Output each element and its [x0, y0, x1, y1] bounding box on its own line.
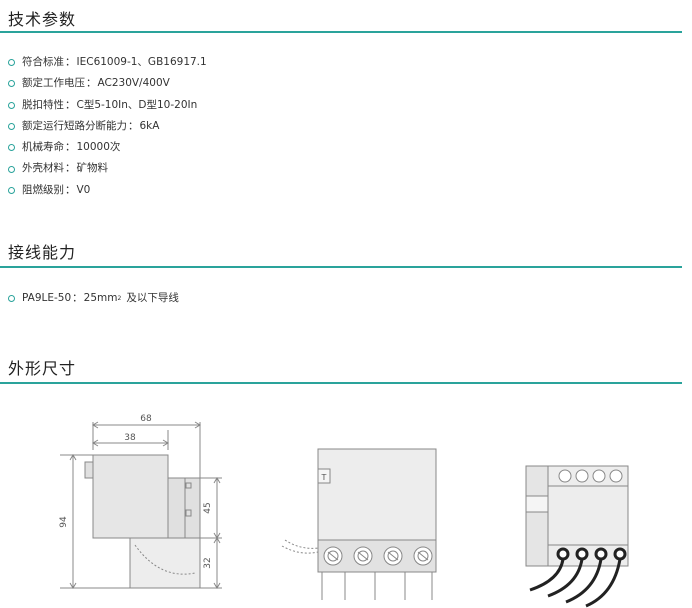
section-divider-dims — [0, 382, 682, 384]
spec-item-material: 外壳材料： 矿物料 — [8, 158, 207, 179]
spec-item-life: 机械寿命： 10000次 — [8, 137, 207, 158]
spec-item-standard: 符合标准： IEC61009-1、GB16917.1 — [8, 52, 207, 73]
spec-label: 阻燃级别 — [22, 183, 64, 196]
circle-bullet-icon — [8, 80, 15, 88]
circle-bullet-icon — [8, 295, 15, 303]
section-title-wiring: 接线能力 — [8, 243, 77, 262]
spec-item-trip: 脱扣特性： C型5-10In、D型10-20In — [8, 95, 207, 116]
dim-height-label: 94 — [59, 516, 69, 528]
spec-item-breaking: 额定运行短路分断能力： 6kA — [8, 116, 207, 137]
spec-value: 6kA — [139, 119, 160, 132]
spec-label: 符合标准 — [22, 56, 64, 68]
spec-value: 10000次 — [76, 141, 121, 154]
spec-item-voltage: 额定工作电压： AC230V/400V — [8, 73, 207, 94]
section-divider-wiring — [0, 266, 682, 268]
wiring-suffix: 及以下导线 — [126, 292, 179, 304]
spec-label: 额定工作电压 — [22, 77, 85, 90]
wiring-value: 25mm — [83, 292, 118, 304]
spec-label: 机械寿命 — [22, 141, 64, 154]
section-divider-tech — [0, 31, 682, 33]
front-view-drawing — [281, 448, 437, 600]
wiring-sup: 2 — [117, 295, 122, 302]
circle-bullet-icon — [8, 59, 15, 67]
spec-label: 额定运行短路分断能力 — [22, 119, 127, 132]
spec-value: C型5-10In、D型10-20In — [76, 98, 198, 111]
spec-value: IEC61009-1、GB16917.1 — [76, 56, 207, 68]
spec-list: 符合标准： IEC61009-1、GB16917.1 额定工作电压： AC230… — [8, 52, 207, 201]
spec-item-flame: 阻燃级别： V0 — [8, 180, 207, 201]
spec-value: AC230V/400V — [97, 77, 170, 90]
spec-label: 脱扣特性 — [22, 98, 64, 111]
circle-bullet-icon — [8, 101, 15, 109]
terminal-label: T — [321, 473, 327, 482]
spec-label: 外壳材料 — [22, 162, 64, 175]
circle-bullet-icon — [8, 144, 15, 152]
spec-value: V0 — [76, 183, 91, 196]
spec-value: 矿物料 — [76, 162, 109, 175]
wiring-model: PA9LE-50 — [22, 292, 72, 304]
circle-bullet-icon — [8, 186, 15, 194]
dim-width-label: 68 — [140, 414, 152, 424]
dim-lower-label: 32 — [203, 557, 213, 568]
section-title-dims: 外形尺寸 — [8, 359, 77, 378]
dim-half-width-label: 38 — [124, 433, 136, 443]
section-title-tech: 技术参数 — [8, 10, 77, 29]
circle-bullet-icon — [8, 165, 15, 173]
circle-bullet-icon — [8, 123, 15, 131]
wired-view-drawing — [525, 465, 629, 567]
dim-upper-label: 45 — [203, 502, 213, 513]
